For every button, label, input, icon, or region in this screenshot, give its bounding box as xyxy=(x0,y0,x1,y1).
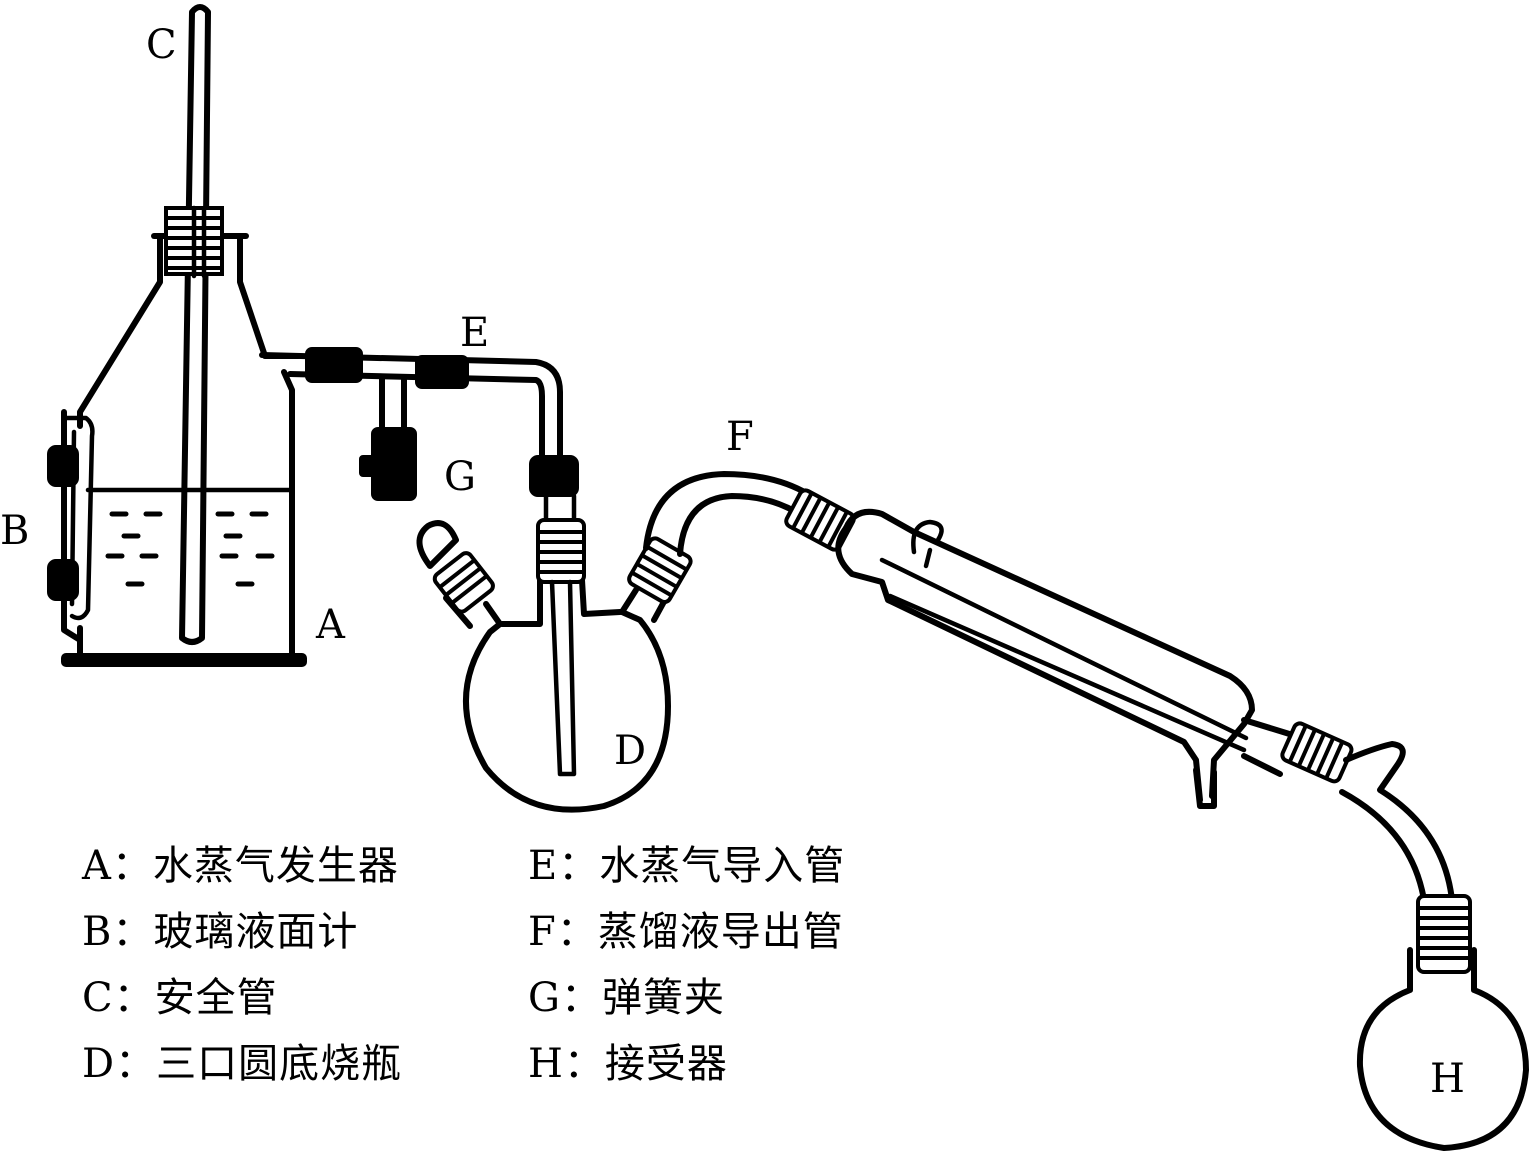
legend-g: G：弹簧夹 xyxy=(528,978,725,1018)
legend-g-text: 弹簧夹 xyxy=(601,975,725,1021)
legend-c: C：安全管 xyxy=(82,978,278,1018)
legend-h-text: 接受器 xyxy=(604,1041,728,1087)
legend-e-key: E： xyxy=(528,843,600,889)
label-d: D xyxy=(614,728,646,774)
legend-a-key: A： xyxy=(82,843,153,889)
safety-tube xyxy=(164,4,224,645)
legend-b: B：玻璃液面计 xyxy=(82,912,358,952)
legend-a: A：水蒸气发生器 xyxy=(82,846,399,886)
legend-d: D：三口圆底烧瓶 xyxy=(82,1044,402,1084)
glass-level-gauge xyxy=(47,415,95,621)
receiver-flask xyxy=(1356,947,1529,1151)
legend-c-text: 安全管 xyxy=(154,975,278,1021)
legend-b-text: 玻璃液面计 xyxy=(153,909,359,955)
distillate-outlet-tube xyxy=(643,471,856,557)
label-h: H xyxy=(1430,1056,1465,1102)
legend-f-key: F： xyxy=(528,909,598,955)
legend-b-key: B： xyxy=(82,909,154,955)
steam-inlet-tube xyxy=(259,347,579,523)
legend-a-text: 水蒸气发生器 xyxy=(152,843,399,889)
legend-f: F：蒸馏液导出管 xyxy=(528,912,844,952)
legend-d-text: 三口圆底烧瓶 xyxy=(156,1041,403,1087)
legend-e-text: 水蒸气导入管 xyxy=(599,843,846,889)
three-neck-flask xyxy=(416,518,693,813)
legend-g-key: G： xyxy=(528,975,602,1021)
label-b: B xyxy=(0,508,29,554)
legend-c-key: C： xyxy=(82,975,155,1021)
label-g: G xyxy=(444,454,476,500)
label-c: C xyxy=(146,22,177,68)
condenser xyxy=(835,508,1354,809)
legend-h-key: H： xyxy=(528,1041,605,1087)
legend-f-text: 蒸馏液导出管 xyxy=(597,909,844,955)
label-f: F xyxy=(726,414,754,460)
legend-d-key: D： xyxy=(82,1041,157,1087)
label-a: A xyxy=(315,602,346,648)
adapter xyxy=(1339,741,1472,974)
label-e: E xyxy=(460,310,489,356)
legend-e: E：水蒸气导入管 xyxy=(528,846,845,886)
legend-h: H：接受器 xyxy=(528,1044,728,1084)
